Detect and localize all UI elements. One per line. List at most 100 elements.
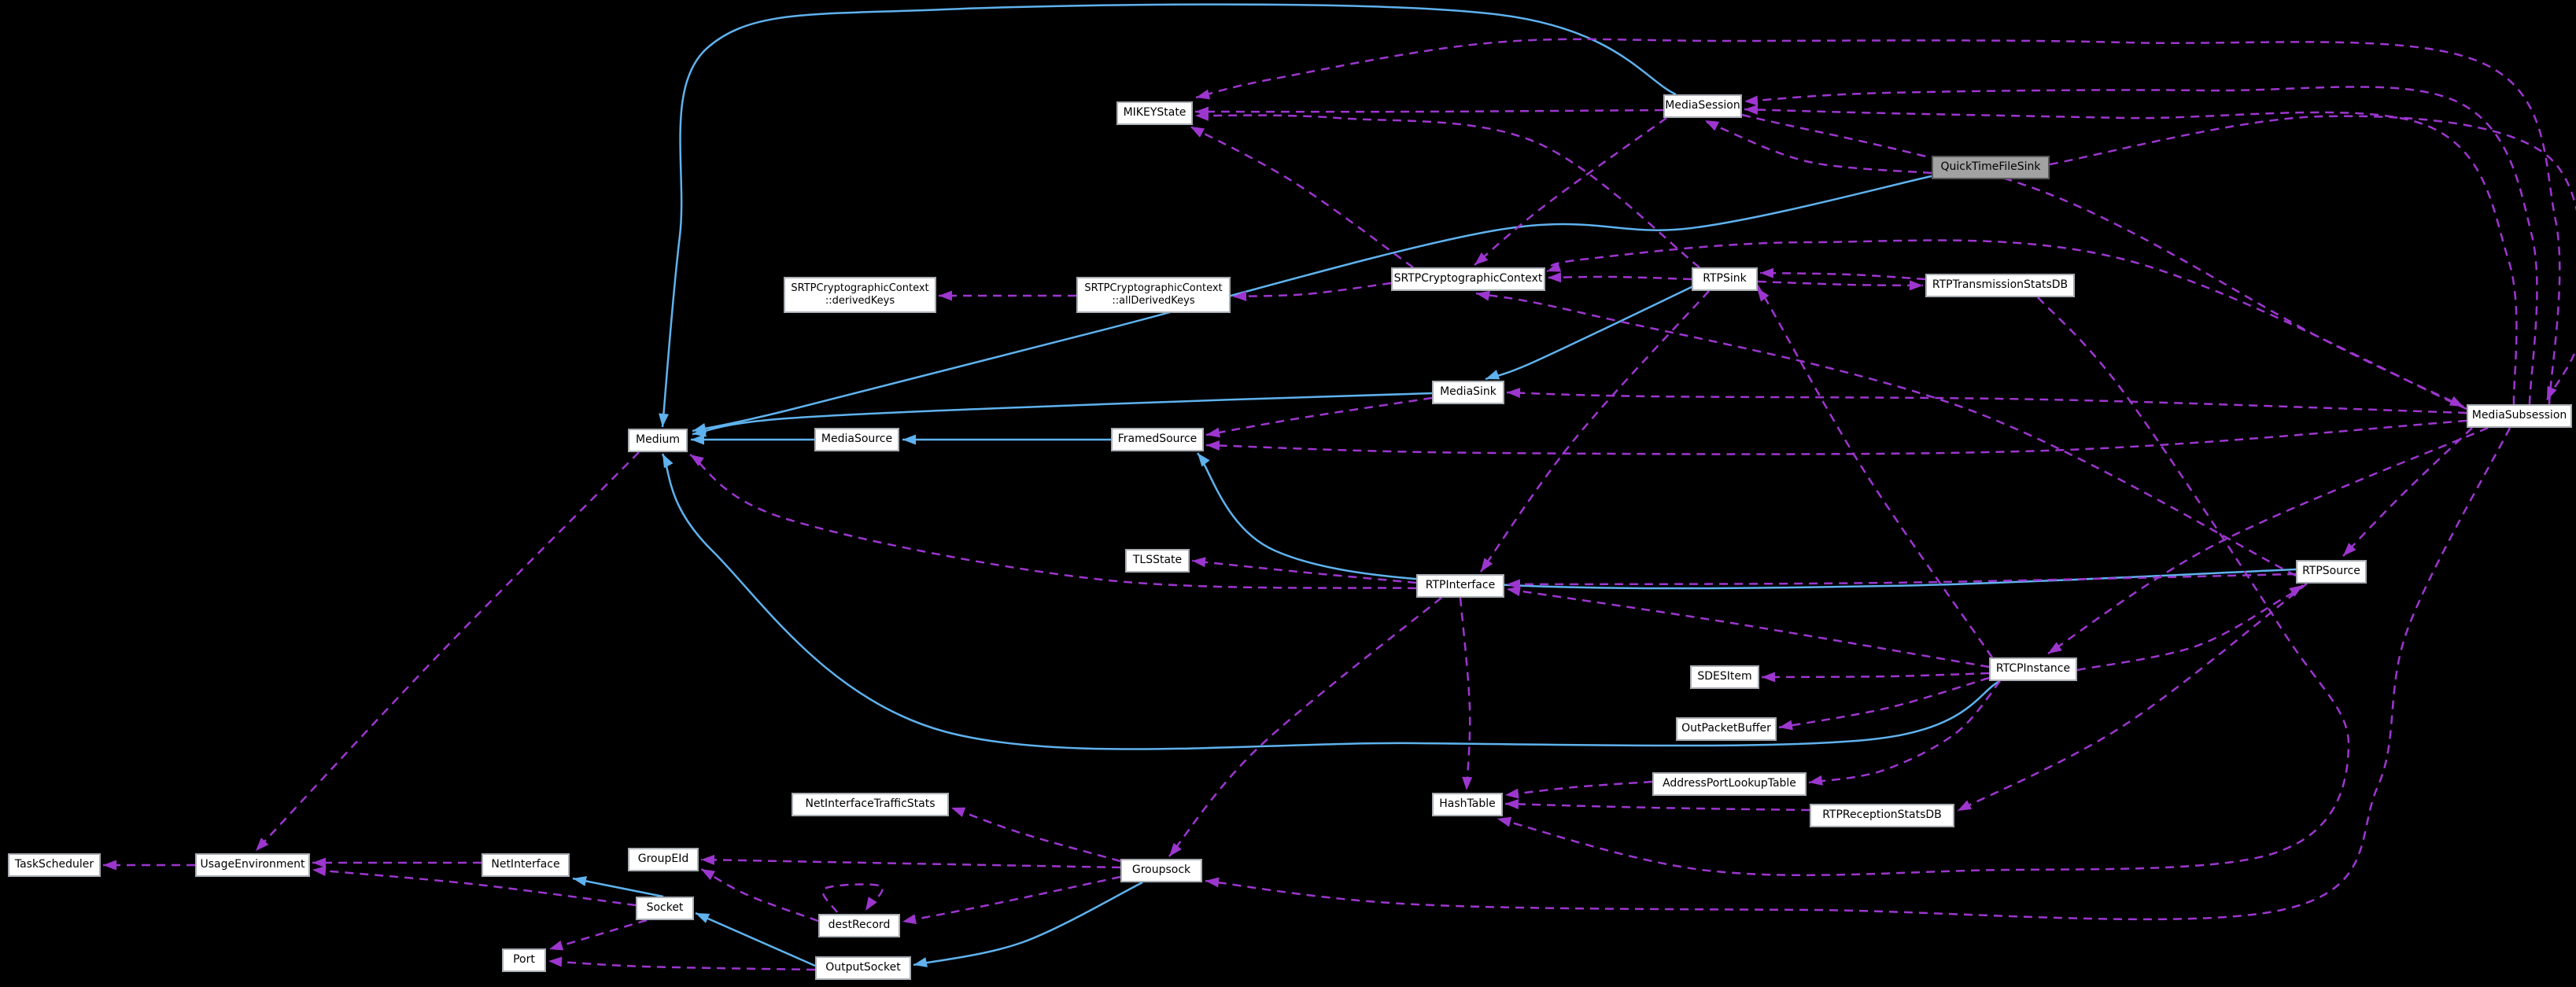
arrowhead-mediasubsession-rtpsource: [2343, 543, 2356, 556]
arrowhead-srtpcryptographiccontext-mikeystate: [1190, 127, 1205, 138]
node-label: MIKEYState: [1123, 106, 1187, 120]
edge-groupsock-groupeid: [700, 858, 1121, 869]
node-hashtable[interactable]: HashTable: [1432, 793, 1503, 816]
arrowhead-groupsock-outputsocket: [913, 957, 928, 967]
edge-addressportlookuptable-hashtable: [1504, 780, 1653, 797]
node-label: QuickTimeFileSink: [1940, 160, 2041, 174]
node-quicktimefilesink[interactable]: QuickTimeFileSink: [1932, 156, 2050, 179]
node-label: Medium: [636, 433, 680, 447]
edge-rtpsource-framedsource: [1197, 452, 2297, 590]
node-label: AddressPortLookupTable: [1663, 777, 1796, 790]
arrowhead-rtpinterface-medium: [690, 455, 704, 466]
edge-groupsock-destrecord: [902, 875, 1121, 923]
node-outpacketbuffer[interactable]: OutPacketBuffer: [1676, 717, 1777, 741]
node-rtptransmissionstatsdb[interactable]: RTPTransmissionStatsDB: [1925, 274, 2075, 297]
node-rtpreceptionstatsdb[interactable]: RTPReceptionStatsDB: [1810, 804, 1954, 827]
node-usageenvironment[interactable]: UsageEnvironment: [195, 853, 310, 877]
node-label: RTPSource: [2302, 565, 2360, 578]
arrowhead-rtcpinstance-rtpsource: [2289, 585, 2303, 597]
node-label: SRTPCryptographicContext: [1393, 272, 1543, 285]
node-port[interactable]: Port: [502, 948, 546, 972]
node-label: NetInterface: [491, 858, 560, 871]
edge-mediasubsession-framedsource: [1205, 419, 2467, 455]
edge-mediasubsession-rtcpinstance: [2047, 426, 2489, 655]
node-label: SRTPCryptographicContext: [791, 282, 929, 294]
node-mikeystate[interactable]: MIKEYState: [1116, 101, 1193, 125]
arrowhead-rtcpinstance-sdesitem: [1762, 672, 1776, 683]
arrowhead-mediasession-mediasubsession: [2449, 396, 2463, 407]
arrowhead-addressportlookuptable-hashtable: [1505, 788, 1519, 799]
arrowhead-rtpinterface-groupsock: [1169, 842, 1182, 856]
node-rtpinterface[interactable]: RTPInterface: [1416, 574, 1504, 598]
arrowhead-rtcpinstance-rtpsink: [1757, 288, 1770, 302]
edge-rtpsink-rtpinterface: [1479, 290, 1710, 573]
arrowhead-mediasubsession-framedsource: [1206, 440, 1220, 451]
arrowhead-mediasubsession-mediasession: [1744, 95, 1759, 106]
arrowhead-netinterface-usageenvironment: [312, 857, 326, 868]
edge-rtpsink-mikeystate: [1194, 114, 1700, 268]
node-socket[interactable]: Socket: [636, 897, 694, 920]
node-netinterface[interactable]: NetInterface: [482, 853, 570, 877]
node-rtcpinstance[interactable]: RTCPInstance: [1989, 657, 2077, 681]
edge-rtpsource-rtpreceptionstatsdb: [1957, 583, 2308, 812]
node-label: TaskScheduler: [14, 858, 94, 871]
node-groupeid[interactable]: GroupEId: [628, 848, 699, 871]
arrowhead-quicktimefilesink-mediasession: [1705, 120, 1720, 131]
arrowhead-groupsock-netinterfacetrafficstats: [951, 807, 966, 817]
node-medium[interactable]: Medium: [628, 429, 688, 452]
node-mediasource[interactable]: MediaSource: [814, 428, 899, 451]
node-rtpsink[interactable]: RTPSink: [1692, 267, 1758, 291]
arrowhead-rtcpinstance-addressportlookuptable: [1809, 775, 1823, 786]
arrowhead-rtpsink-mediasink: [1485, 370, 1500, 380]
arrowhead-socket-port: [549, 940, 564, 951]
node-label: ::allDerivedKeys: [1112, 295, 1195, 307]
edge-rtpinterface-groupsock: [1168, 597, 1442, 857]
arrowhead-mediasubsession-mediasession: [1744, 104, 1759, 115]
node-label: OutputSocket: [825, 961, 901, 974]
node-mediasession[interactable]: MediaSession: [1663, 94, 1742, 118]
node-label: SDESItem: [1697, 670, 1752, 683]
arrowhead-srtpallderivedkeys-srtpderivedkeys: [939, 290, 952, 301]
edge-rtpsource-rtpinterface: [1506, 573, 2297, 586]
node-label: UsageEnvironment: [200, 858, 305, 871]
node-label: NetInterfaceTrafficStats: [805, 797, 936, 811]
node-groupsock[interactable]: Groupsock: [1120, 859, 1202, 882]
arrowhead-mediasubsession-srtpcryptographiccontext: [1547, 262, 1562, 272]
node-label: MediaSink: [1440, 385, 1497, 399]
arrowhead-rtpsource-framedsource: [1198, 453, 1210, 467]
node-mediasubsession[interactable]: MediaSubsession: [2467, 404, 2572, 428]
node-label: GroupEId: [637, 853, 689, 866]
node-mediasink[interactable]: MediaSink: [1432, 381, 1504, 404]
node-srtpcryptographiccontext[interactable]: SRTPCryptographicContext: [1391, 267, 1545, 291]
edge-quicktimefilesink-medium: [692, 175, 1932, 433]
arrowhead-rtpsink-rtpinterface: [1481, 558, 1493, 572]
node-label: MediaSubsession: [2471, 409, 2567, 422]
node-taskscheduler[interactable]: TaskScheduler: [8, 853, 101, 877]
arrowhead-quicktimefilesink-mediasubsession: [2547, 385, 2557, 400]
edge-outputsocket-port: [548, 959, 816, 971]
node-srtpallderivedkeys[interactable]: SRTPCryptographicContext::allDerivedKeys: [1076, 277, 1231, 313]
arrowhead-rtptransmissionstatsdb-hashtable: [1497, 816, 1512, 827]
node-sdesitem[interactable]: SDESItem: [1690, 665, 1759, 689]
node-srtpderivedkeys[interactable]: SRTPCryptographicContext::derivedKeys: [784, 277, 936, 313]
arrowhead-rtcpinstance-medium: [662, 454, 674, 469]
node-tlsstate[interactable]: TLSState: [1125, 549, 1190, 573]
node-label: OutPacketBuffer: [1681, 722, 1771, 735]
node-netinterfacetrafficstats[interactable]: NetInterfaceTrafficStats: [792, 793, 949, 816]
edge-rtcpinstance-rtpsink: [1755, 282, 1994, 658]
arrowhead-mediasubsession-rtcpinstance: [2048, 642, 2062, 654]
arrowhead-mediasession-srtpcryptographiccontext: [1474, 252, 1489, 265]
edge-quicktimefilesink-mediasubsession: [2049, 115, 2576, 401]
arrowhead-rtpsink-rtptransmissionstatsdb: [1909, 280, 1923, 291]
arrowhead-socket-usageenvironment: [312, 866, 327, 876]
node-addressportlookuptable[interactable]: AddressPortLookupTable: [1652, 772, 1807, 796]
node-destrecord[interactable]: destRecord: [818, 914, 900, 937]
node-outputsocket[interactable]: OutputSocket: [815, 956, 911, 980]
edge-rtptransmissionstatsdb-rtpsink: [1759, 271, 1926, 281]
edge-srtpcryptographiccontext-mikeystate: [1190, 125, 1414, 269]
arrowhead-rtpinterface-hashtable: [1462, 776, 1473, 790]
arrowhead-rtptransmissionstatsdb-rtpsink: [1760, 267, 1774, 278]
node-framedsource[interactable]: FramedSource: [1111, 428, 1204, 451]
node-rtpsource[interactable]: RTPSource: [2296, 560, 2367, 584]
